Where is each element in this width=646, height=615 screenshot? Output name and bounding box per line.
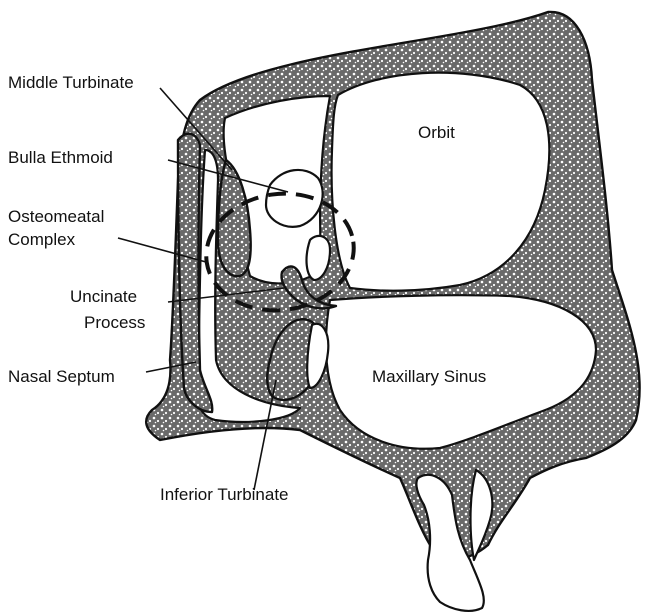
label-uncinate-line1: Uncinate: [70, 287, 137, 306]
label-osteomeatal-line1: Osteomeatal: [8, 207, 104, 226]
label-uncinate-line2: Process: [84, 313, 145, 332]
label-bulla-ethmoid: Bulla Ethmoid: [8, 148, 113, 167]
label-maxillary-sinus: Maxillary Sinus: [372, 367, 486, 386]
label-orbit: Orbit: [418, 123, 455, 142]
label-inferior-turbinate: Inferior Turbinate: [160, 485, 289, 504]
label-middle-turbinate: Middle Turbinate: [8, 73, 134, 92]
label-osteomeatal-line2: Complex: [8, 230, 76, 249]
label-nasal-septum: Nasal Septum: [8, 367, 115, 386]
